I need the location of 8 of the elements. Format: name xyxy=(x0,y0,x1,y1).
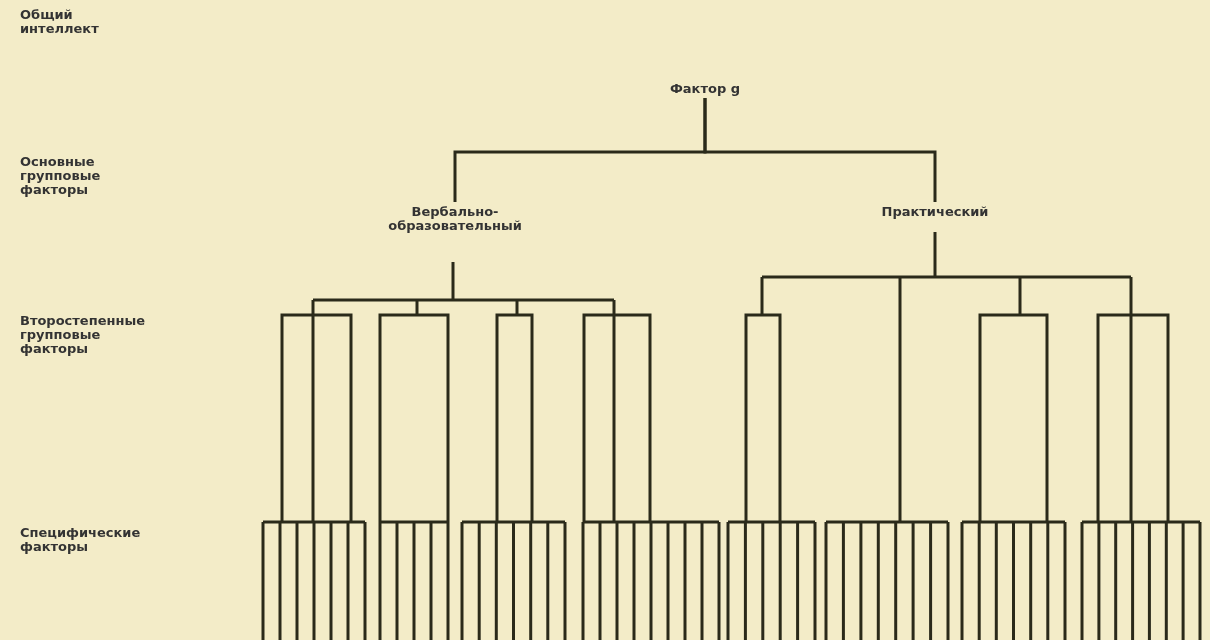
factor-label: Вербально-образовательный xyxy=(360,205,550,233)
level-label: Общий интеллект xyxy=(20,8,100,36)
level-label: Основные групповые факторы xyxy=(20,155,102,197)
connector-line xyxy=(703,98,937,202)
factor-label: Практический xyxy=(835,205,1035,219)
factor-label: Фактор g xyxy=(640,82,770,96)
level-label: Специфические факторы xyxy=(20,526,142,554)
level-label: Второстепенные групповые факторы xyxy=(20,314,146,356)
